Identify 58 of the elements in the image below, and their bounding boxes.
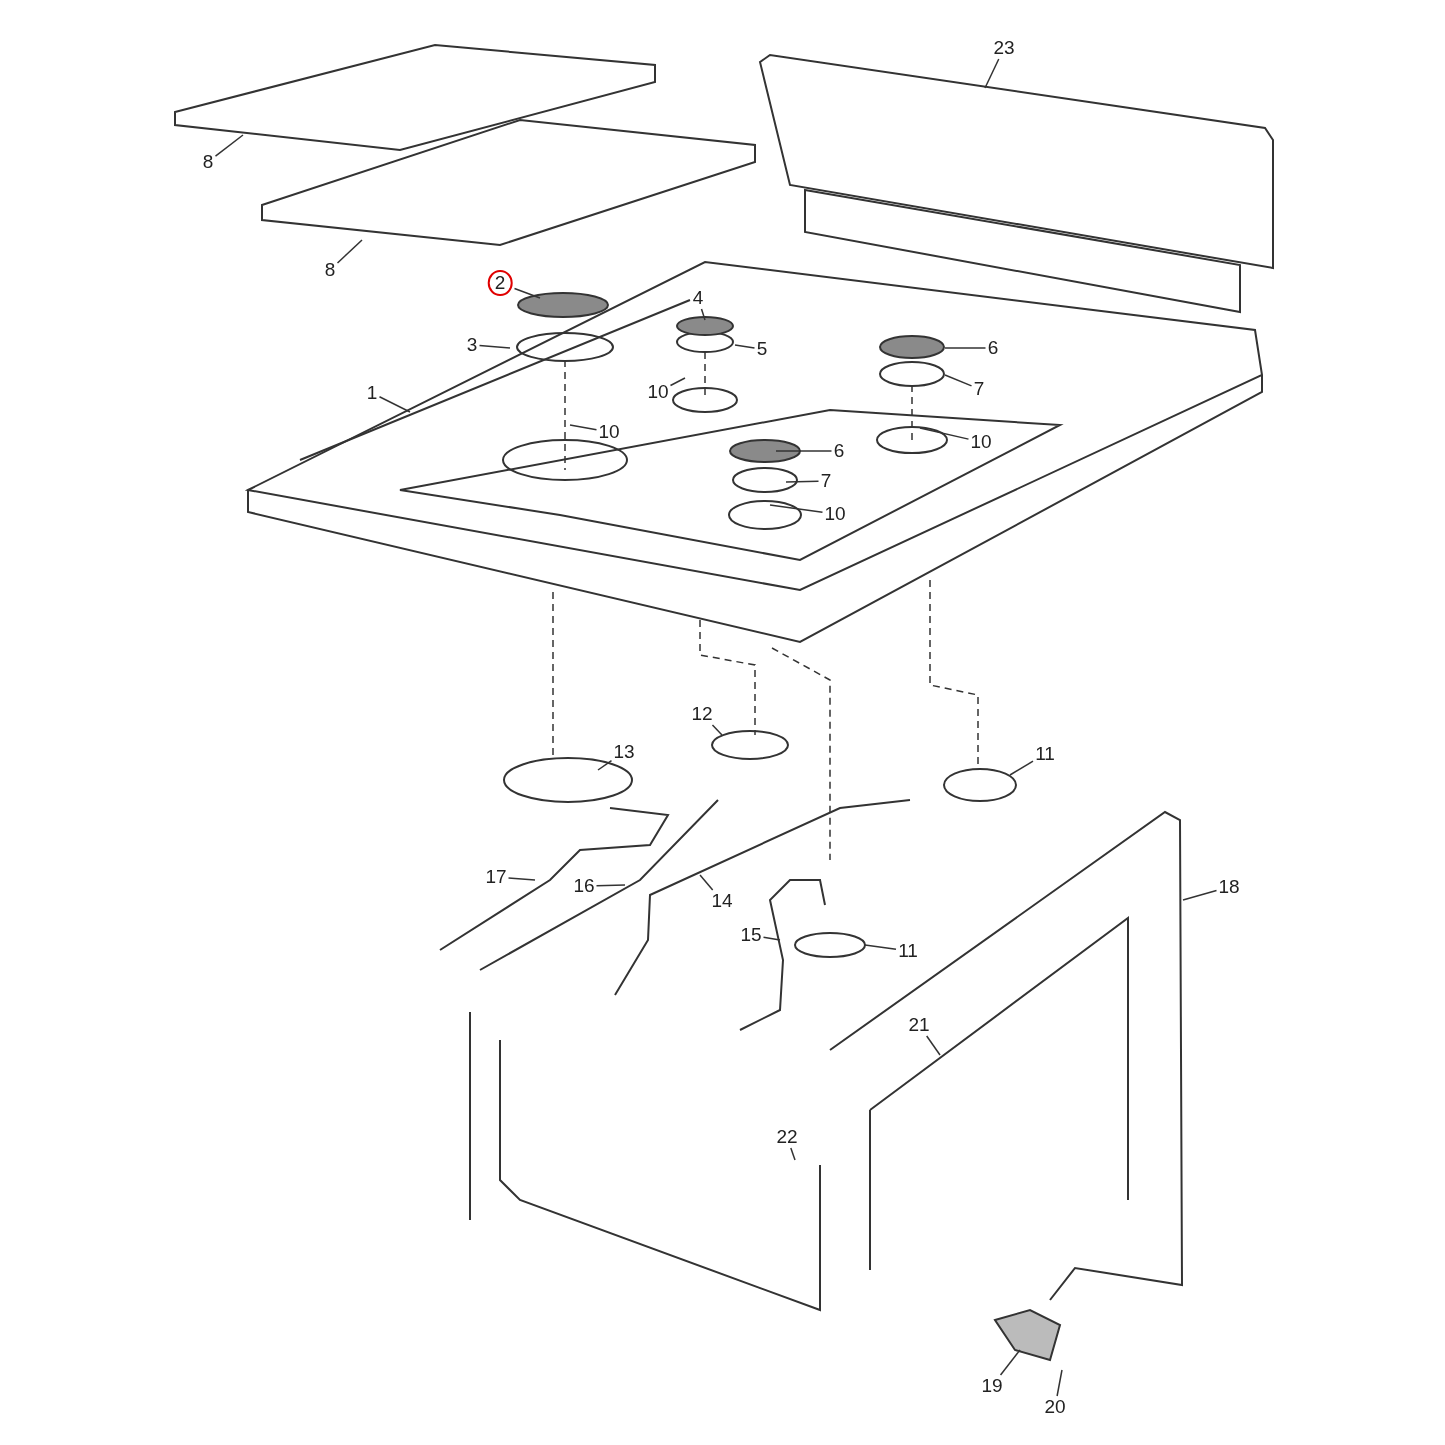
leader-line — [775, 450, 833, 452]
leader-line — [944, 374, 973, 387]
callout-number: 3 — [466, 335, 478, 355]
callout-number: 10 — [647, 382, 669, 402]
callout-number: 6 — [833, 441, 845, 461]
callout-number: 4 — [692, 288, 704, 308]
callout-number: 16 — [573, 876, 595, 896]
leader-line — [700, 308, 706, 321]
callout-number: 19 — [981, 1376, 1003, 1396]
leader-line — [378, 396, 411, 413]
callout-number: 18 — [1218, 877, 1240, 897]
leader-line — [785, 480, 820, 483]
leader-line — [513, 287, 541, 299]
callout-number: 12 — [691, 704, 713, 724]
leader-line — [711, 724, 723, 736]
leader-line — [336, 239, 363, 264]
leader-line — [925, 1035, 941, 1056]
leader-line — [478, 344, 511, 349]
leader-line — [864, 944, 897, 951]
leader-line — [214, 134, 244, 157]
callout-number: 7 — [973, 379, 985, 399]
callout-number: 10 — [824, 504, 846, 524]
leader-line — [595, 884, 626, 887]
leader-line — [790, 1147, 796, 1161]
leader-line — [507, 877, 536, 881]
leader-line — [769, 504, 824, 513]
callout-number: 8 — [202, 152, 214, 172]
callout-number: 15 — [740, 925, 762, 945]
callout-number: 1 — [366, 383, 378, 403]
callout-number: 6 — [987, 338, 999, 358]
leader-line — [1056, 1369, 1063, 1397]
leader-line — [669, 377, 686, 387]
callout-number: 2 — [487, 270, 513, 296]
callout-number: 17 — [485, 867, 507, 887]
leader-line — [1009, 760, 1034, 776]
callout-number: 8 — [324, 260, 336, 280]
leader-line — [699, 874, 714, 891]
leader-line — [919, 427, 970, 440]
leader-line — [1182, 889, 1218, 901]
callout-number: 11 — [1035, 744, 1055, 764]
leader-line — [762, 936, 781, 941]
callout-number: 11 — [898, 941, 918, 961]
callout-number: 10 — [970, 432, 992, 452]
leader-line — [984, 58, 1000, 89]
callout-number: 23 — [993, 38, 1015, 58]
callout-number: 7 — [820, 471, 832, 491]
callout-number: 13 — [613, 742, 635, 762]
callout-number: 5 — [756, 339, 768, 359]
leader-line — [734, 344, 756, 349]
callout-number: 10 — [598, 422, 620, 442]
leader-line — [999, 1349, 1021, 1376]
callout-number: 20 — [1044, 1397, 1066, 1417]
callout-number: 14 — [711, 891, 733, 911]
callout-number: 22 — [776, 1127, 798, 1147]
leader-line — [944, 347, 987, 349]
leader-line — [569, 424, 598, 431]
callout-number: 21 — [908, 1015, 930, 1035]
leader-line — [597, 759, 613, 771]
